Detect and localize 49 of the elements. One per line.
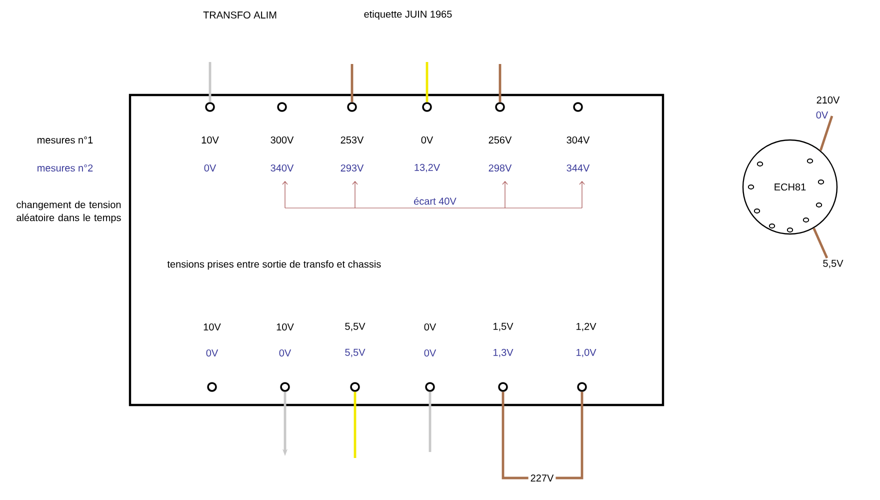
- text-label: 0V: [424, 349, 436, 357]
- wire: [428, 392, 432, 452]
- terminal: [425, 382, 435, 392]
- text-label: 13,2V: [414, 164, 440, 172]
- voltage-label: 5,5V: [823, 260, 844, 268]
- text-label: 0V: [204, 164, 216, 172]
- wire: [208, 62, 212, 102]
- text-label: 0V: [424, 323, 436, 331]
- terminal: [422, 102, 432, 112]
- text-label: 340V: [270, 164, 294, 172]
- terminal: [347, 102, 357, 112]
- text-label: changement de tension aléatoire dans le temps: [16, 200, 121, 224]
- terminal: [573, 102, 583, 112]
- text-label: 0V: [206, 349, 218, 357]
- wire: [502, 392, 584, 480]
- terminal: [495, 102, 505, 112]
- voltage-label: 210V: [816, 96, 840, 104]
- terminal: [205, 102, 215, 112]
- text-label: 1,2V: [576, 322, 596, 332]
- text-label: 293V: [340, 164, 364, 172]
- text-label: 10V: [202, 136, 219, 144]
- text-label: 10V: [276, 323, 294, 331]
- terminal: [280, 382, 290, 392]
- edge-label: 227V: [528, 472, 556, 484]
- text-label: TRANSFO ALIM: [203, 11, 276, 19]
- text-label: etiquette JUIN 1965: [364, 10, 452, 20]
- terminal: [277, 102, 287, 112]
- text-label: mesures n°1: [38, 136, 93, 144]
- wire: [498, 64, 502, 102]
- voltage-label: 0V: [816, 111, 828, 119]
- text-label: 0V: [421, 136, 434, 144]
- text-label: 344V: [566, 164, 590, 172]
- tube-socket: ECH81: [742, 139, 838, 235]
- wire: [426, 62, 428, 102]
- text-label: écart 40V: [414, 197, 456, 205]
- text-label: 1,5V: [494, 322, 514, 332]
- terminal: [577, 382, 587, 392]
- text-label: 5,5V: [345, 322, 366, 332]
- text-label: 10V: [204, 323, 221, 331]
- text-label: 298V: [488, 164, 512, 172]
- terminal: [207, 382, 217, 392]
- wire: [819, 116, 834, 151]
- terminal: [498, 382, 508, 392]
- wire: [350, 64, 354, 102]
- text-label: mesures n°2: [38, 164, 93, 172]
- terminal: [350, 382, 360, 392]
- wire: [812, 228, 828, 258]
- text-label: 0V: [279, 349, 292, 357]
- wire: [354, 392, 356, 458]
